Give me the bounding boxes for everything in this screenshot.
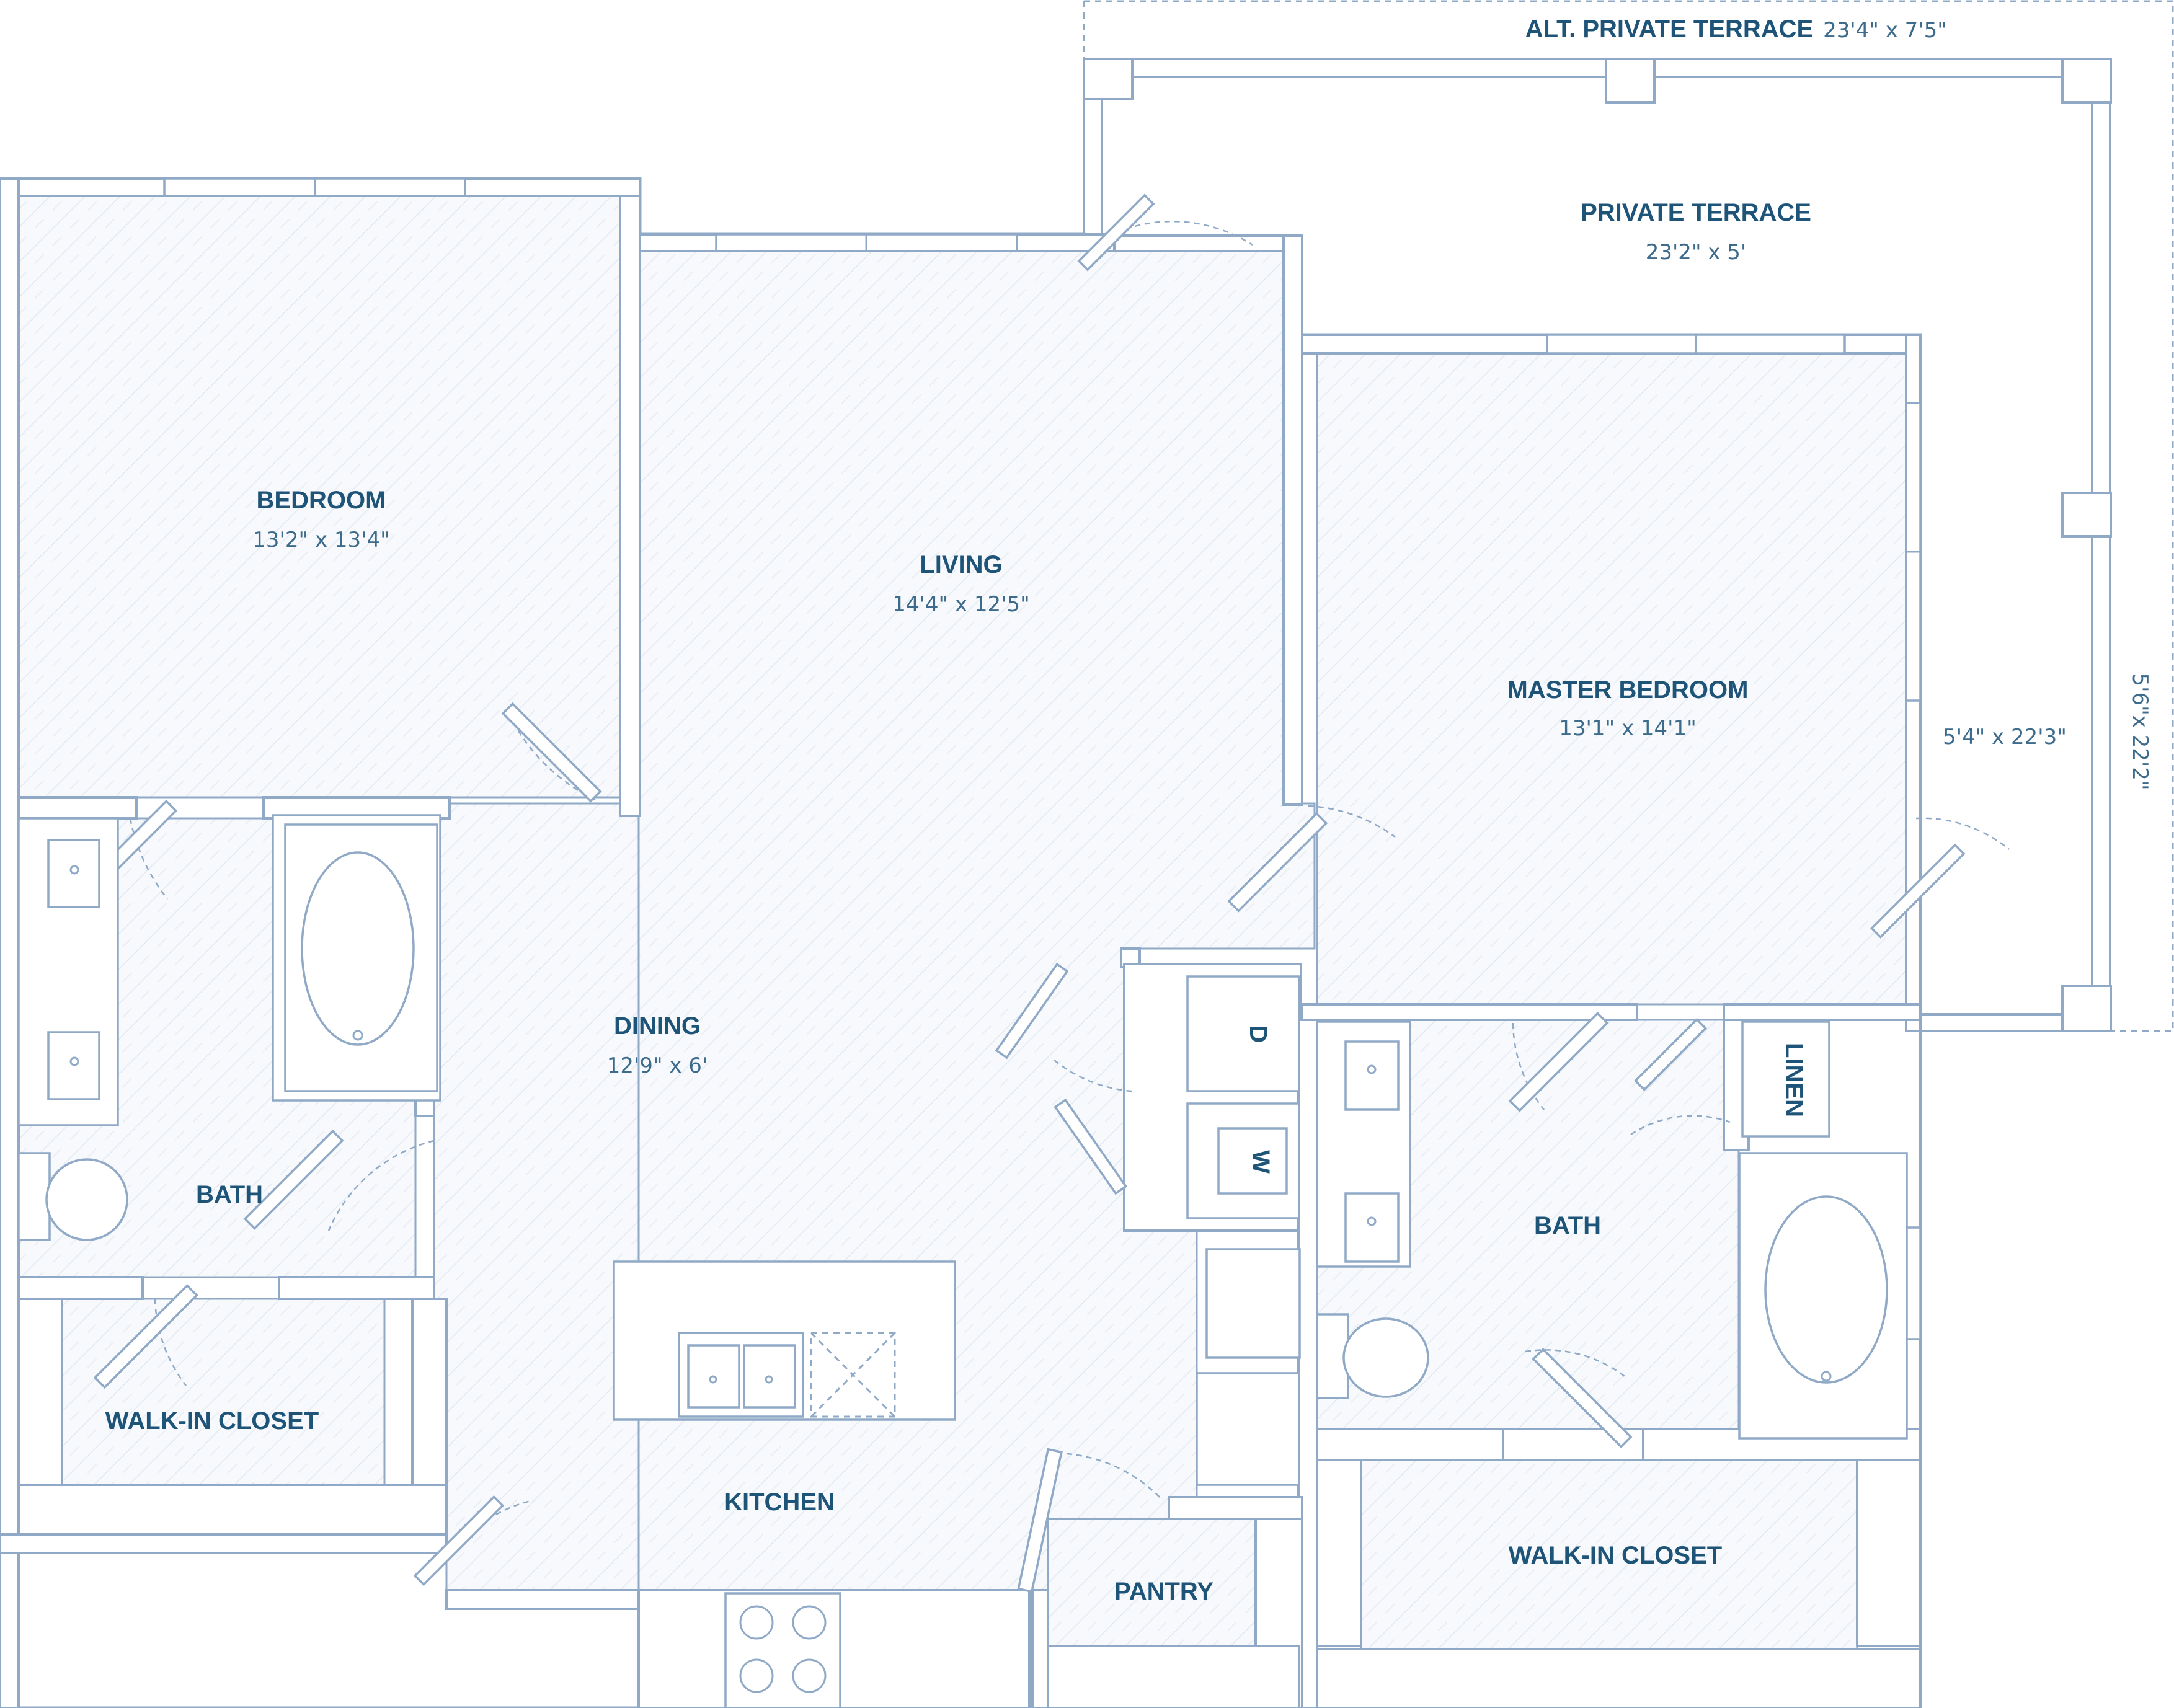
master-bedroom-dims: 13'1" x 14'1" — [1559, 716, 1697, 741]
living-label: LIVING — [920, 551, 1002, 578]
wall-pantry-bottom — [1047, 1645, 1300, 1708]
terrace-post-2 — [1605, 58, 1656, 104]
walkin-left-label: WALK-IN CLOSET — [105, 1407, 319, 1435]
washer-label: W — [1247, 1150, 1274, 1174]
wall-walkin-right-left — [1316, 1459, 1362, 1647]
wall-pantry-top — [1168, 1496, 1303, 1520]
bedroom-dims: 13'2" x 13'4" — [252, 528, 390, 552]
terrace-post-5 — [2061, 985, 2112, 1032]
linen-label: LINEN — [1780, 1043, 1808, 1117]
terrace-post-1 — [1083, 58, 1134, 100]
fixtures-kitchen — [613, 1248, 1301, 1708]
terrace-post-4 — [2061, 492, 2112, 538]
wall-closet-left-bottom — [17, 1484, 448, 1536]
master-bedroom-label: MASTER BEDROOM — [1507, 676, 1749, 704]
fixtures-right-bath — [1316, 1020, 1908, 1440]
alt-terrace-dims: 23'4" x 7'5" — [1823, 18, 1947, 43]
wall-master-bottom-2 — [1723, 1003, 1922, 1021]
terrace-post-3 — [2061, 58, 2112, 104]
wall-master-bottom — [1301, 1003, 1638, 1021]
wall-bedroom-right — [619, 195, 641, 817]
fixtures-laundry — [1186, 975, 1300, 1219]
wall-bath-bottom — [17, 1276, 144, 1300]
wall-walkin-right-bottom — [1316, 1648, 1922, 1708]
wall-bath-right-bottom — [1316, 1428, 1504, 1461]
terrace-dims: 23'2" x 5' — [1646, 240, 1747, 265]
wall-bedroom-bottom — [17, 796, 138, 820]
fixtures-left-bath — [17, 814, 441, 1241]
doors — [77, 193, 2010, 1593]
wall-lower-left — [0, 1533, 448, 1554]
pantry-label: PANTRY — [1114, 1578, 1213, 1605]
wall-kitchen-bottom — [445, 1589, 643, 1610]
bath-right-label: BATH — [1534, 1212, 1601, 1239]
dining-label: DINING — [614, 1012, 701, 1040]
walkin-right-label: WALK-IN CLOSET — [1509, 1542, 1722, 1569]
bedroom-label: BEDROOM — [257, 487, 386, 514]
side-terrace-dims: 5'4" x 22'3" — [1943, 725, 2067, 750]
walkin-left-floor — [61, 1298, 386, 1486]
wall-walkin-right-right — [1856, 1459, 1922, 1647]
alt-side-terrace-dims: 5'6"x 22'2" — [2127, 673, 2152, 790]
wall-bedroom-left — [0, 177, 20, 1708]
wall-pantry-left — [1031, 1589, 1049, 1708]
kitchen-label: KITCHEN — [724, 1489, 835, 1516]
alt-terrace-label: ALT. PRIVATE TERRACE — [1525, 15, 1813, 43]
wall-terrace-left — [1282, 234, 1303, 806]
bath-left-label: BATH — [196, 1181, 263, 1208]
dryer-label: D — [1245, 1025, 1272, 1043]
wall-bath-bottom-2 — [278, 1276, 435, 1300]
windows — [163, 177, 1922, 1340]
dining-dims: 12'9" x 6' — [607, 1053, 708, 1078]
living-dims: 14'4" x 12'5" — [892, 592, 1030, 617]
dining-left-floor — [433, 802, 640, 1591]
terrace-label: PRIVATE TERRACE — [1581, 199, 1811, 226]
